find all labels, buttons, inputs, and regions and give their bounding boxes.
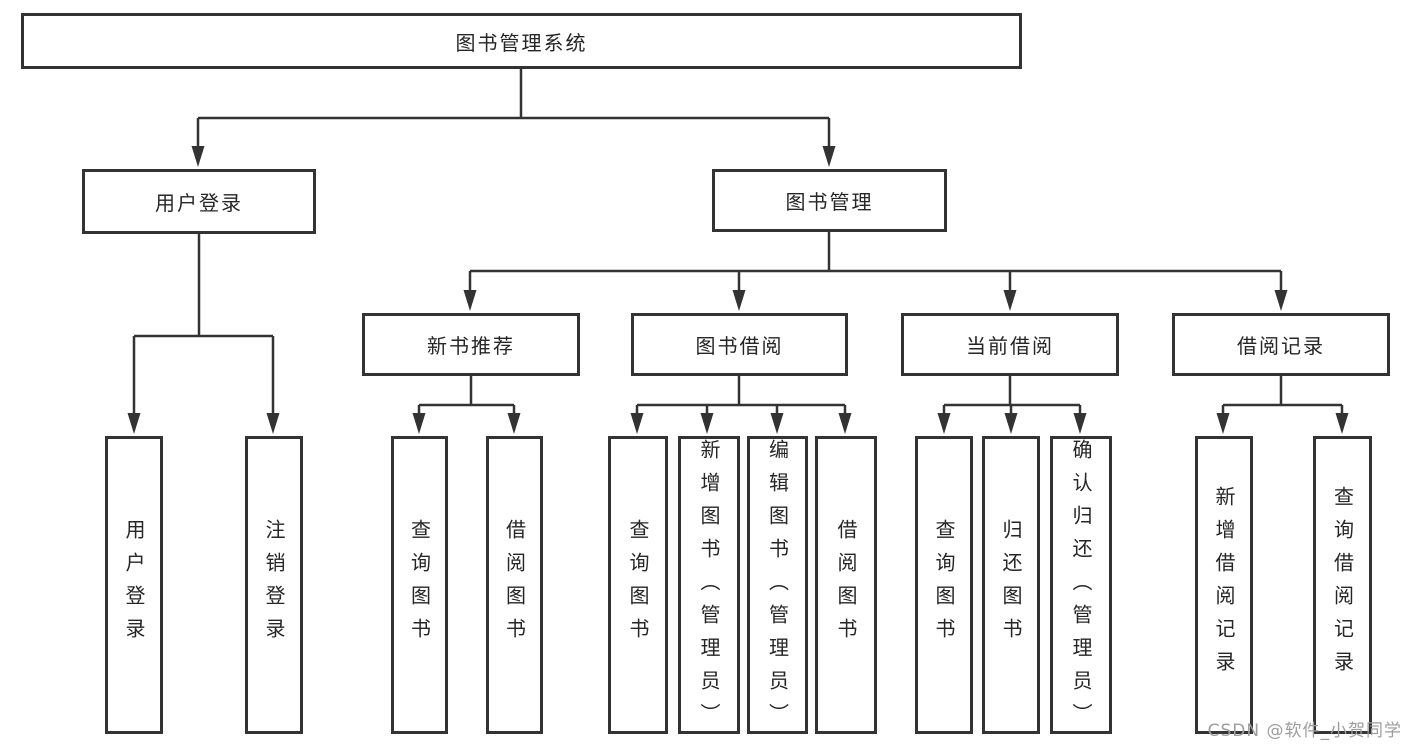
node-root: 图书管理系统 [21,13,1022,69]
csdn-watermark: CSDN @软件_小贺同学 [1207,721,1402,741]
node-book-management: 图书管理 [712,169,947,232]
leaf-current-confirm-return-admin: 确认归还（管理员） [1050,436,1112,736]
leaf-user-login-label: 用户登录 [122,519,146,651]
leaf-current-return-books-label: 归还图书 [999,519,1023,651]
node-borrow-records-label: 借阅记录 [1237,334,1325,358]
leaf-borrow-edit-books-admin-label: 编辑图书（管理员） [765,439,790,736]
leaf-logout: 注销登录 [245,436,303,734]
leaf-records-add-record: 新增借阅记录 [1195,436,1253,734]
node-book-borrow-label: 图书借阅 [695,334,784,358]
leaf-records-query-record: 查询借阅记录 [1313,436,1372,734]
leaf-borrow-query-books-label: 查询图书 [626,519,650,651]
leaf-current-query-books-label: 查询图书 [932,519,956,651]
leaf-recommend-borrow-books: 借阅图书 [486,436,543,734]
leaf-records-add-record-label: 新增借阅记录 [1212,486,1236,684]
leaf-logout-label: 注销登录 [262,519,286,651]
leaf-borrow-borrow-books-label: 借阅图书 [834,519,858,651]
leaf-borrow-borrow-books: 借阅图书 [815,436,877,734]
node-current-borrow: 当前借阅 [901,313,1119,376]
node-user-login: 用户登录 [82,169,316,234]
leaf-borrow-add-books-admin: 新增图书（管理员） [678,436,740,736]
leaf-current-confirm-return-admin-label: 确认归还（管理员） [1069,439,1093,736]
leaf-current-query-books: 查询图书 [915,436,973,734]
node-new-book-recommend: 新书推荐 [362,313,580,376]
leaf-recommend-borrow-books-label: 借阅图书 [502,519,527,651]
leaf-borrow-query-books: 查询图书 [608,436,668,734]
leaf-borrow-edit-books-admin: 编辑图书（管理员） [747,436,808,736]
leaf-current-return-books: 归还图书 [982,436,1040,734]
node-root-label: 图书管理系统 [455,30,588,55]
leaf-records-query-record-label: 查询借阅记录 [1330,486,1355,684]
leaf-user-login: 用户登录 [105,436,163,734]
leaf-recommend-query-books: 查询图书 [391,436,448,734]
node-user-login-label: 用户登录 [155,191,243,215]
node-current-borrow-label: 当前借阅 [966,334,1054,358]
node-book-borrow: 图书借阅 [631,313,848,376]
node-borrow-records: 借阅记录 [1172,313,1390,376]
node-book-management-label: 图书管理 [785,190,874,214]
node-new-book-recommend-label: 新书推荐 [427,334,515,358]
leaf-borrow-add-books-admin-label: 新增图书（管理员） [697,439,721,736]
leaf-recommend-query-books-label: 查询图书 [407,519,432,651]
